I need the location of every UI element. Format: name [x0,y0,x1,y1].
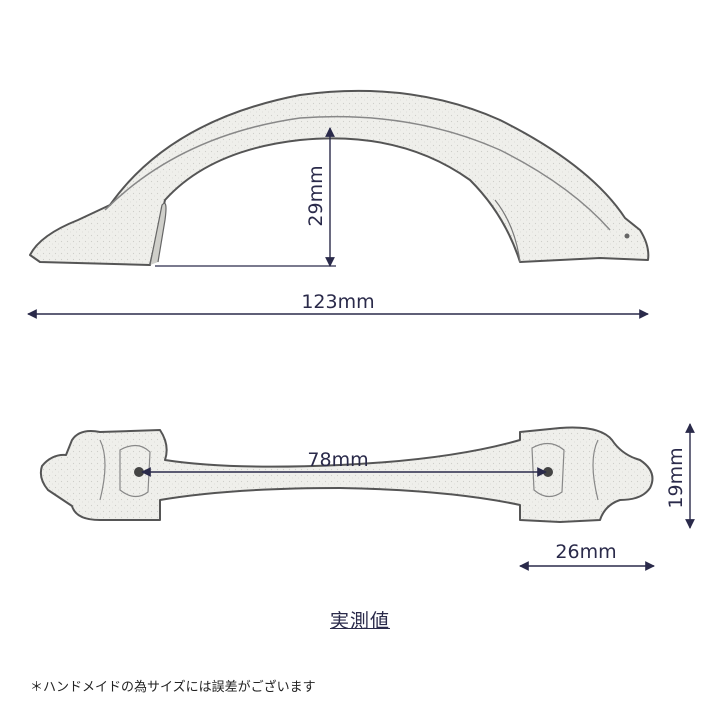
length-dimension: 123mm [27,291,649,319]
measured-values-caption: 実測値 [329,610,390,632]
hole-pitch-label: 78mm [307,449,368,471]
length-label: 123mm [301,291,374,313]
handmade-tolerance-note: ＊ハンドメイドの為サイズには誤差がございます [30,680,316,695]
width-dimension: 19mm [665,423,695,529]
height-label: 29mm [305,165,327,226]
handle-side-view [29,89,650,266]
width-label: 19mm [665,447,687,508]
end-length-label: 26mm [555,541,616,563]
height-dimension: 29mm [155,127,336,267]
handle-top-view [39,426,654,523]
hole-pitch-dimension: 78mm [141,449,547,477]
end-length-dimension: 26mm [519,541,655,571]
